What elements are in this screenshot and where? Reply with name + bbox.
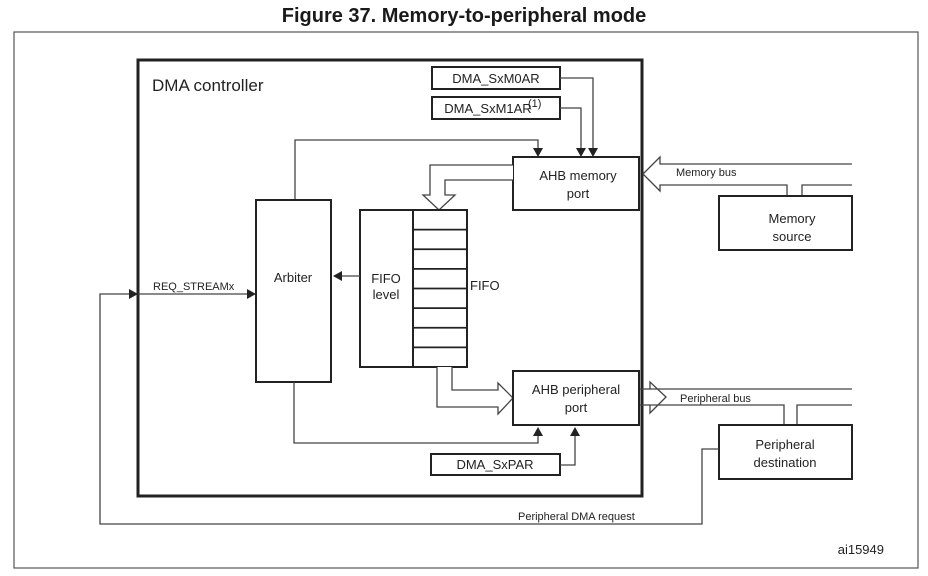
memory-source: Memory source: [718, 195, 853, 251]
memory-port-to-fifo-arrow: [421, 164, 513, 211]
register-m1ar-label: DMA_SxM1AR: [444, 101, 531, 116]
register-par-label: DMA_SxPAR: [456, 457, 533, 472]
memory-bus-label: Memory bus: [676, 167, 737, 179]
req-stream-label: REQ_STREAMx: [153, 281, 235, 293]
fifo-slots: [413, 228, 467, 349]
arbiter: Arbiter: [255, 199, 332, 383]
fifo-label: FIFO: [470, 278, 500, 293]
ahb-memory-port-label-1: AHB memory: [539, 168, 617, 183]
peripheral-destination: Peripheral destination: [718, 424, 853, 480]
ahb-memory-port: AHB memory port: [512, 156, 640, 211]
arbiter-to-memory-port-connector: [294, 139, 539, 200]
register-par: DMA_SxPAR: [430, 453, 561, 476]
register-m1ar-footnote: (1): [528, 98, 541, 110]
fifo-level-label-2: level: [373, 287, 400, 302]
ahb-memory-port-label-2: port: [567, 186, 590, 201]
arbiter-memory-arrowhead: [533, 148, 543, 157]
register-m1ar: DMA_SxM1AR (1): [431, 96, 561, 120]
m0ar-arrowhead: [588, 148, 598, 157]
figure-frame: [13, 31, 919, 569]
ahb-peripheral-port-label-2: port: [565, 400, 588, 415]
arbiter-to-peripheral-port-connector: [293, 382, 539, 444]
m0ar-connector: [560, 77, 594, 150]
figure-id-label: ai15949: [838, 542, 884, 557]
m1ar-connector: [560, 107, 582, 150]
dma-controller-box: [136, 58, 644, 498]
peripheral-dma-request-arrowhead: [129, 289, 138, 299]
memory-source-label-1: Memory: [769, 211, 816, 226]
peripheral-destination-label-1: Peripheral: [755, 437, 814, 452]
peripheral-bus-arrow: [649, 380, 852, 425]
peripheral-bus-label: Peripheral bus: [680, 393, 751, 405]
register-m0ar-label: DMA_SxM0AR: [452, 71, 539, 86]
peripheral-dma-request-connector: [99, 293, 719, 525]
arbiter-label: Arbiter: [274, 270, 313, 285]
figure-title: Figure 37. Memory-to-peripheral mode: [282, 5, 647, 27]
register-m0ar: DMA_SxM0AR: [431, 66, 561, 90]
fifo-to-peripheral-port-arrow: [436, 367, 514, 416]
fifo-level-arrowhead: [333, 271, 342, 281]
par-arrowhead: [570, 427, 580, 436]
fifo-block: FIFO level FIFO: [359, 209, 500, 368]
peripheral-destination-label-2: destination: [754, 455, 817, 470]
ahb-peripheral-port-label-1: AHB peripheral: [532, 382, 620, 397]
ahb-peripheral-port: AHB peripheral port: [512, 370, 640, 426]
req-stream-arrowhead: [247, 289, 256, 299]
memory-bus-arrow: [642, 155, 852, 196]
peripheral-dma-request-label: Peripheral DMA request: [518, 511, 635, 523]
arbiter-peripheral-arrowhead: [533, 427, 543, 436]
memory-source-label-2: source: [772, 229, 811, 244]
m1ar-arrowhead: [576, 148, 586, 157]
fifo-level-label-1: FIFO: [371, 271, 401, 286]
par-connector: [560, 434, 576, 466]
dma-controller-label: DMA controller: [152, 76, 264, 95]
